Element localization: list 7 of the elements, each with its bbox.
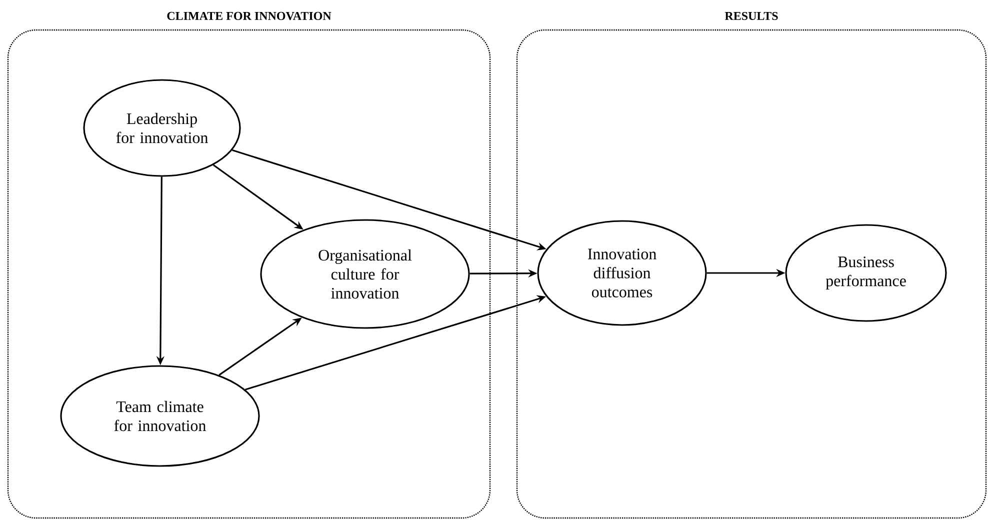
ellipse-node: Leadership for innovation [83,79,241,177]
group-heading: RESULTS [724,12,778,20]
ellipse-node: Business performance [785,224,947,322]
ellipse-node: Team climate for innovation [60,365,260,467]
ellipse-node: Organisational culture for innovation [260,219,470,329]
group-heading: CLIMATE FOR INNOVATION [167,12,332,20]
ellipse-node: Innovation diffusion outcomes [537,220,707,326]
